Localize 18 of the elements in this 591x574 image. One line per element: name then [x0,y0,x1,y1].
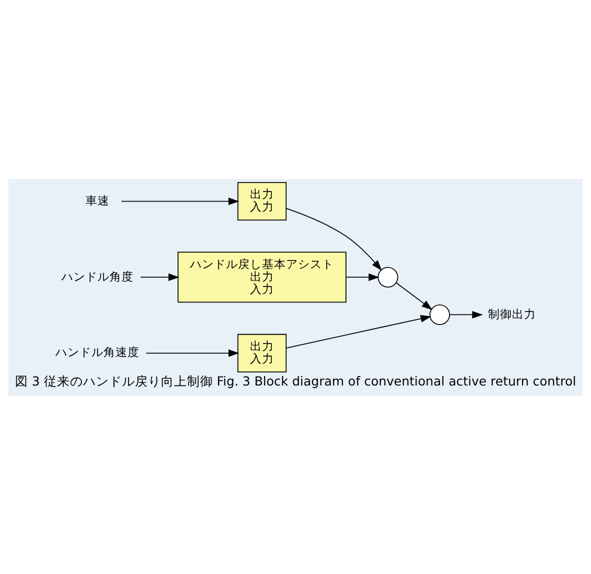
arrow [140,272,180,280]
node-circle [378,266,398,287]
node-text: ハンドル角速度 [55,344,140,359]
caption: 図 3 従来のハンドル戻り向上制御 Fig. 3 Block diagram of conventional active return control [14,372,576,388]
arrow [396,282,432,310]
node-box: 出力 入力 [237,333,287,372]
node-box: ハンドル戻し基本アシスト 出力 入力 [178,251,346,302]
arrow [346,272,380,280]
arrow [449,310,483,318]
node-circle [429,304,450,324]
node-text: ハンドル角度 [61,268,134,283]
node-text: 車速 [85,192,110,207]
arrow [286,314,432,348]
arrow [121,197,240,205]
node-box: 出力 入力 [237,182,287,220]
arrow [146,348,240,356]
node-text: 制御出力 [488,306,536,320]
arrow [286,207,382,270]
